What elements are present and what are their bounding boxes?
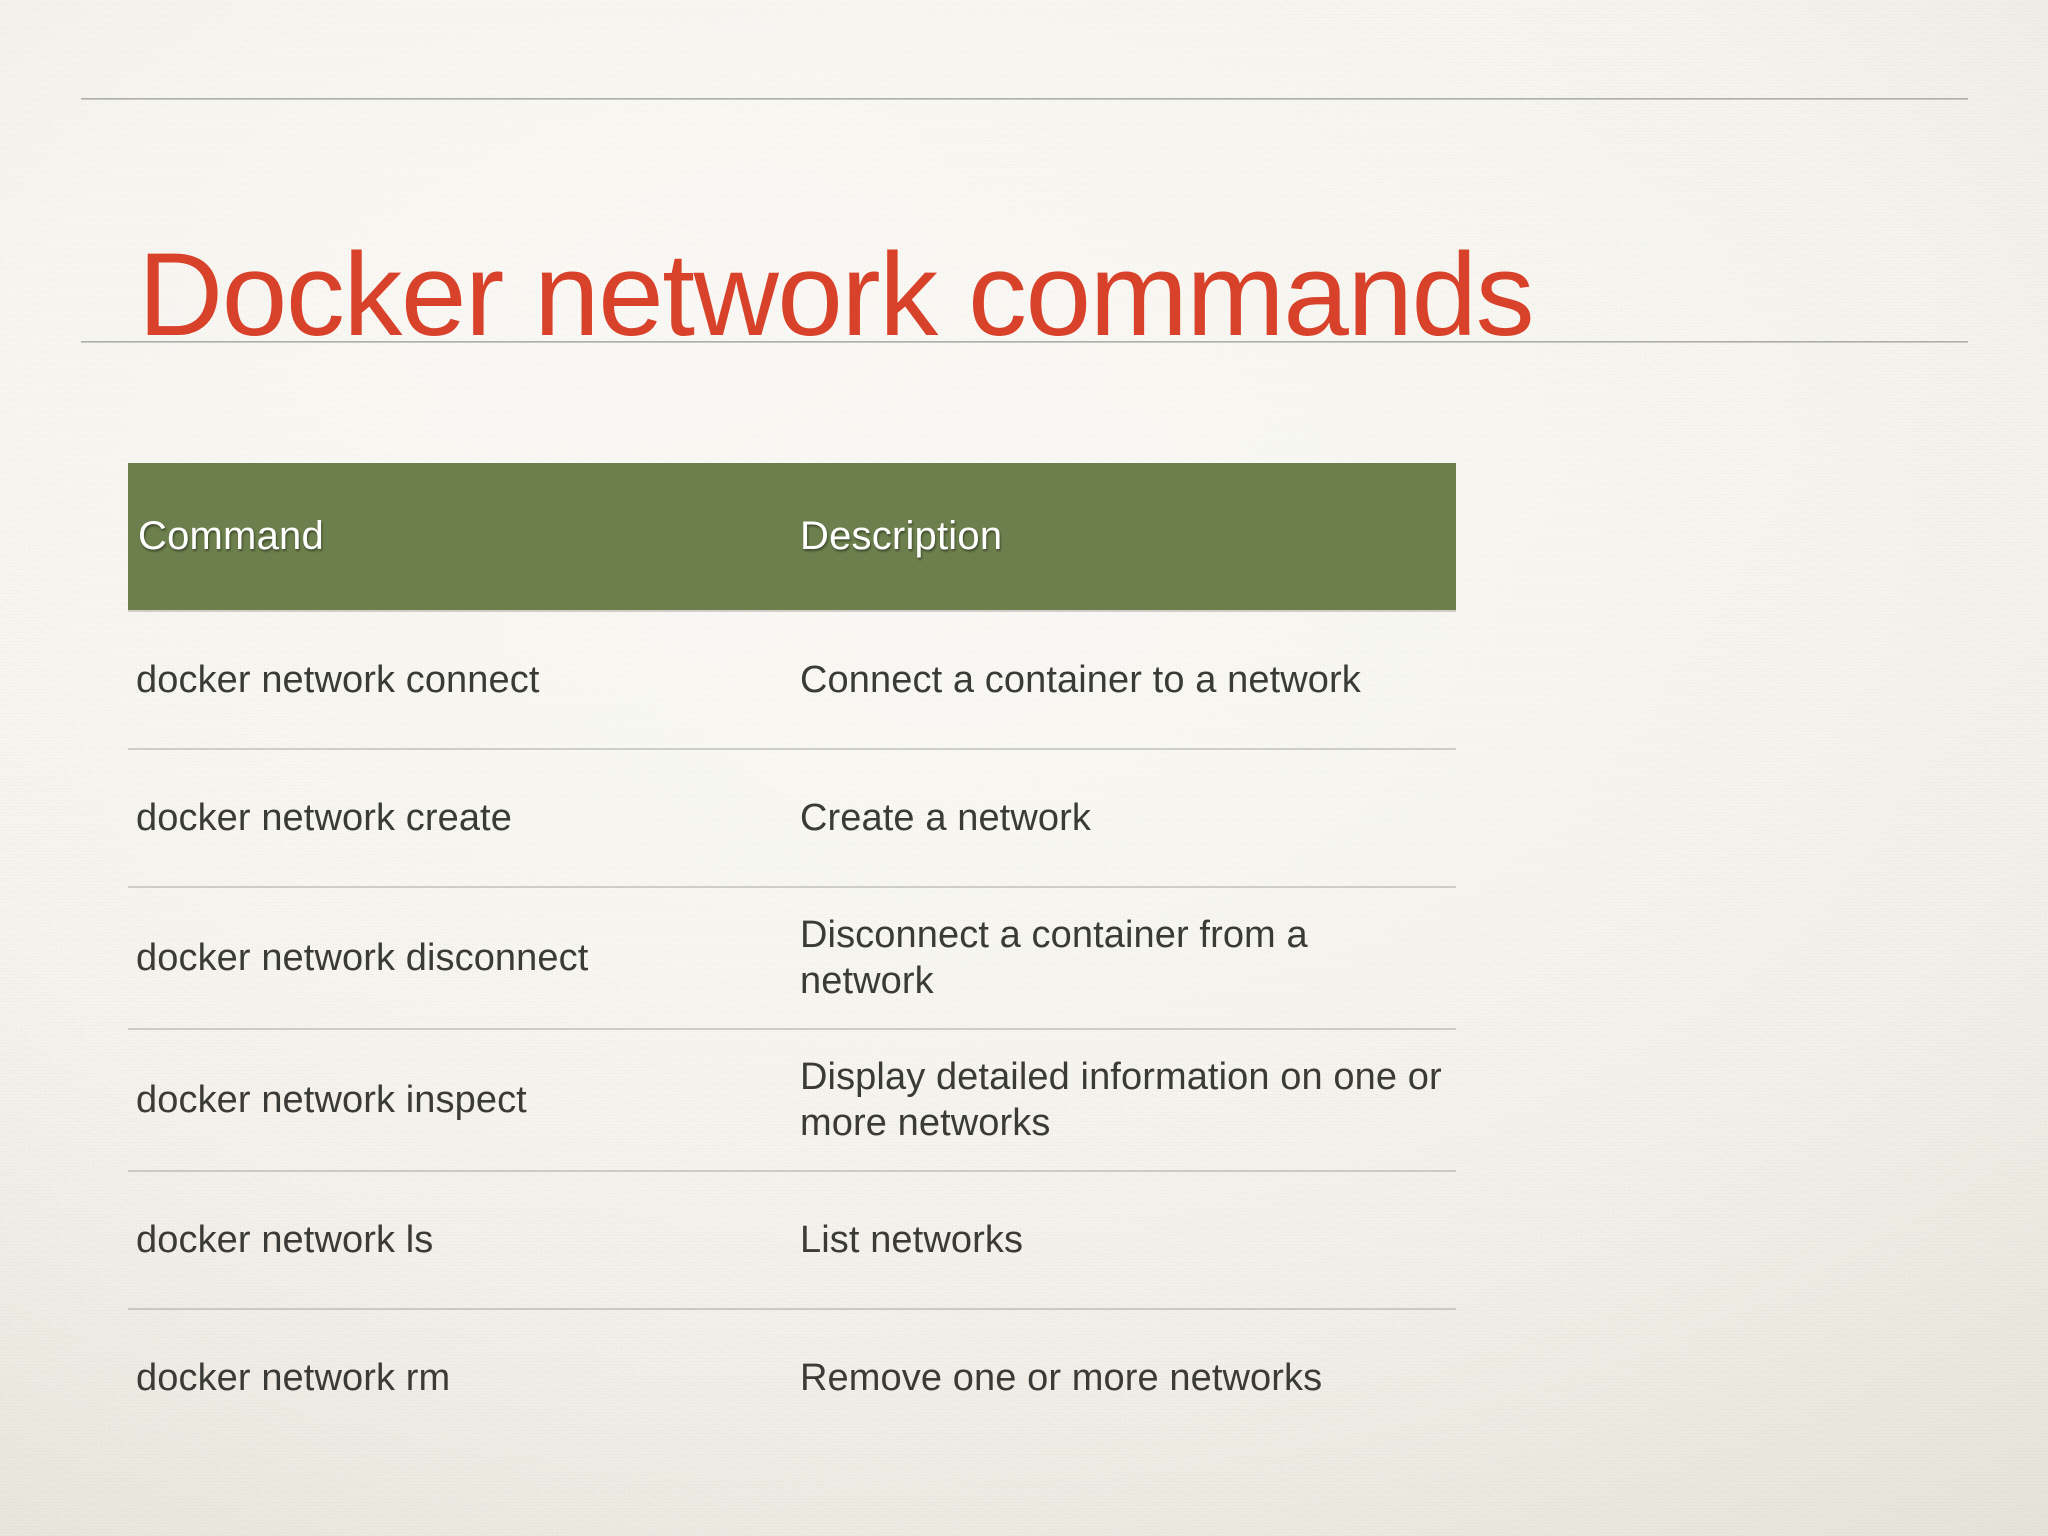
cell-description: Remove one or more networks — [800, 1356, 1323, 1399]
cell-description: List networks — [800, 1218, 1024, 1261]
cell-description: Disconnect a container from a network — [800, 913, 1308, 1002]
cell-command: docker network create — [136, 796, 512, 839]
cell-command: docker network rm — [136, 1356, 451, 1399]
table-row: docker network connect Connect a contain… — [128, 610, 1456, 748]
cell-command: docker network ls — [136, 1218, 434, 1261]
table-row: docker network disconnect Disconnect a c… — [128, 886, 1456, 1028]
docker-network-commands-table: Command Description docker network conne… — [128, 463, 1456, 1446]
header-rule-top — [81, 98, 1968, 100]
table-row: docker network ls List networks — [128, 1170, 1456, 1308]
table-row: docker network create Create a network — [128, 748, 1456, 886]
cell-command: docker network inspect — [136, 1078, 527, 1121]
cell-description: Create a network — [800, 796, 1091, 839]
table-row: docker network rm Remove one or more net… — [128, 1308, 1456, 1446]
header-rule-bottom — [81, 341, 1968, 343]
cell-description: Display detailed information on one or m… — [800, 1055, 1442, 1144]
page-title: Docker network commands — [138, 229, 1535, 362]
cell-description: Connect a container to a network — [800, 658, 1361, 701]
cell-command: docker network disconnect — [136, 936, 589, 979]
table-header-row: Command Description — [128, 463, 1456, 610]
column-header-description: Description — [800, 514, 1003, 559]
cell-command: docker network connect — [136, 658, 540, 701]
table-row: docker network inspect Display detailed … — [128, 1028, 1456, 1170]
column-header-command: Command — [138, 514, 324, 559]
